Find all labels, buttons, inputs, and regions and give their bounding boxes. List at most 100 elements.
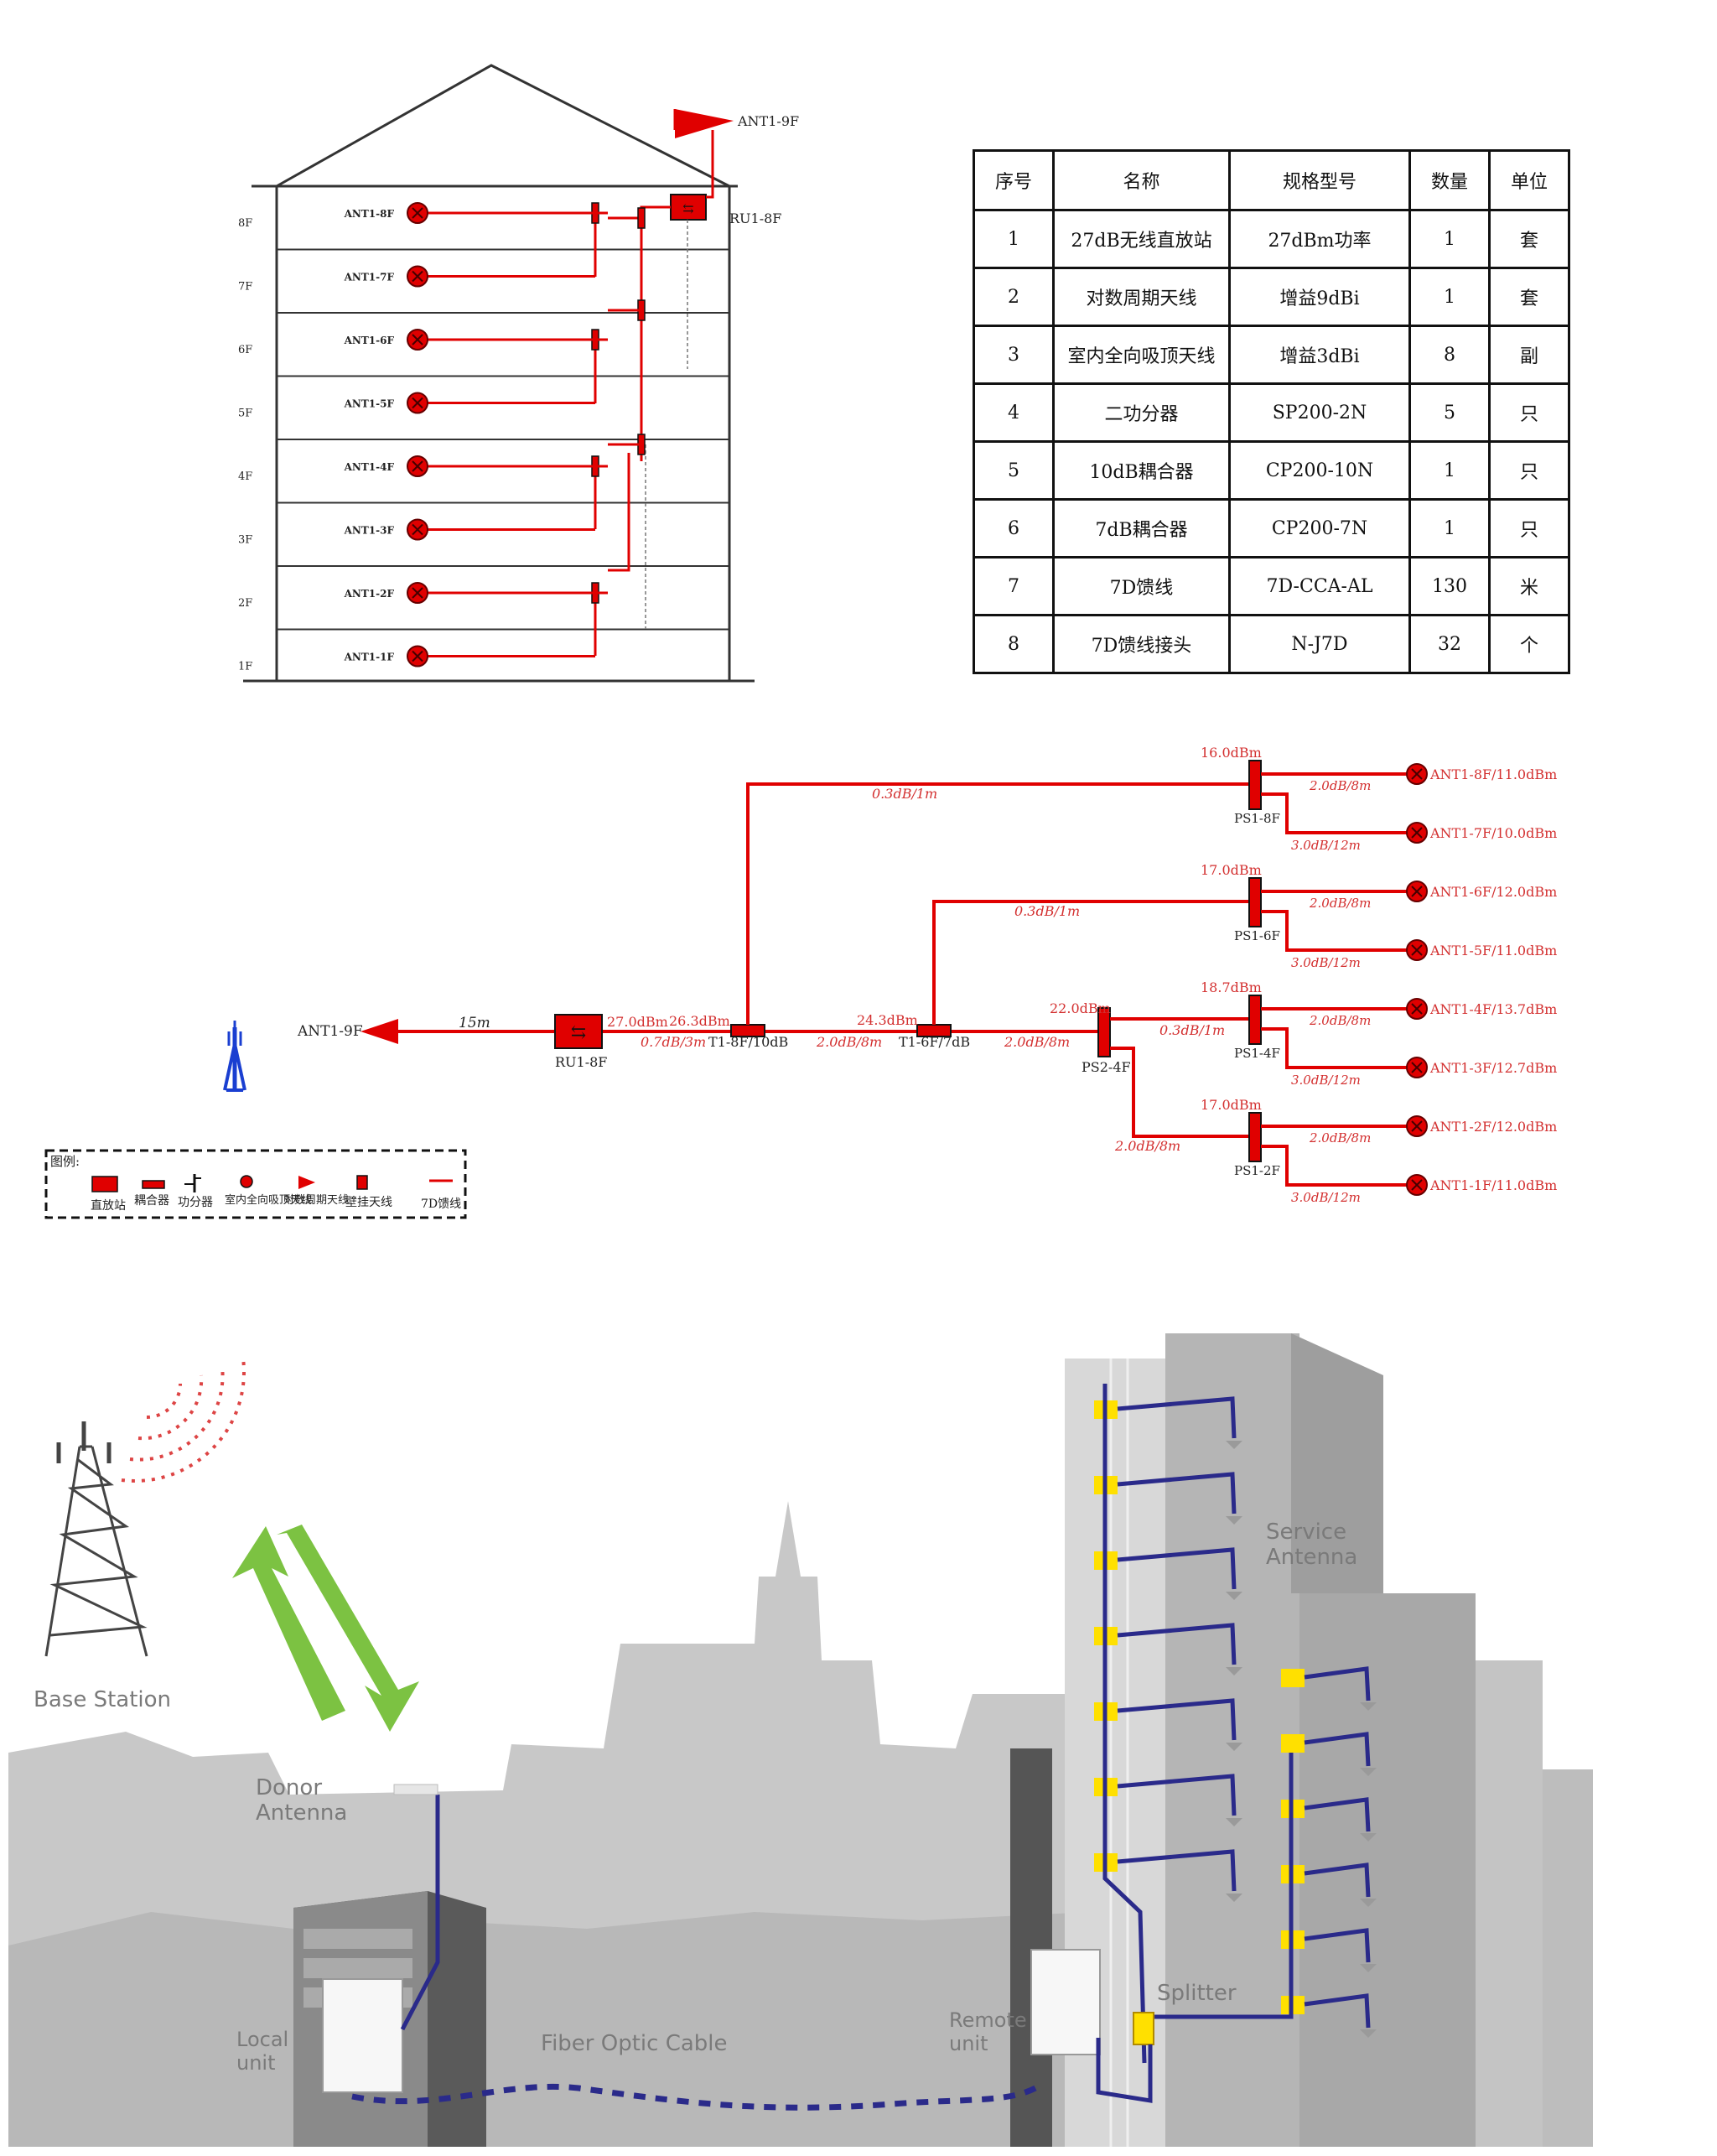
splitter-groups: 16.0dBmPS1-8F2.0dB/8m3.0dB/12mANT1-8F/11… xyxy=(1201,745,1557,1205)
sch-seg2-loss: 2.0dB/8m xyxy=(816,1034,882,1050)
splitter-box xyxy=(1133,2012,1154,2045)
table-cell: 27dB无线直放站 xyxy=(1052,209,1231,269)
table-cell: 4 xyxy=(973,382,1055,443)
table-cell: 二功分器 xyxy=(1052,382,1231,443)
service-antenna-icon xyxy=(1226,1667,1242,1675)
fiber-optic-cable xyxy=(351,2083,1037,2111)
antenna-power-label: ANT1-5F/11.0dBm xyxy=(1429,943,1557,959)
signal-waves-icon xyxy=(121,1358,246,1483)
remote-unit-box xyxy=(1030,1949,1101,2055)
legend-panel-antenna-icon xyxy=(356,1175,368,1190)
splitter-up-loss: 2.0dB/8m xyxy=(1309,778,1371,793)
table-cell: 27dBm功率 xyxy=(1228,209,1411,269)
table-cell: 7D馈线接头 xyxy=(1052,614,1231,674)
local-unit-box xyxy=(322,1978,403,2093)
lattice-tower-icon xyxy=(44,1421,148,1657)
sch-t1: T1-8F/10dB xyxy=(708,1034,788,1050)
omni-antenna-icon xyxy=(407,265,428,288)
splitter-power: 18.7dBm xyxy=(1201,979,1262,995)
riser-feeder xyxy=(591,202,688,656)
table-cell: 对数周期天线 xyxy=(1052,267,1231,327)
sch-ant-top: ANT1-9F xyxy=(297,1023,363,1040)
service-antenna-icon xyxy=(1360,2029,1377,2038)
splitter-icon xyxy=(1248,995,1262,1045)
antenna-power-label: ANT1-4F/13.7dBm xyxy=(1429,1001,1557,1017)
service-antenna-icon xyxy=(1226,1818,1242,1826)
label-fiber-cable: Fiber Optic Cable xyxy=(541,2031,728,2056)
omni-antenna-icon xyxy=(1406,881,1428,902)
log-periodic-antenna-icon xyxy=(361,1019,398,1044)
legend-log-antenna-icon xyxy=(298,1176,315,1189)
ru-label: RU1-8F xyxy=(729,210,781,226)
splitter-up-loss: 2.0dB/8m xyxy=(1309,1130,1371,1146)
splitter-up-loss: 2.0dB/8m xyxy=(1309,896,1371,911)
table-cell: 8 xyxy=(1408,325,1491,385)
splitter-group: 17.0dBmPS1-2F2.0dB/8m3.0dB/12mANT1-2F/12… xyxy=(1201,1097,1557,1205)
service-antenna-icon xyxy=(1360,1833,1377,1842)
col-unit: 单位 xyxy=(1488,149,1570,211)
antenna-power-label: ANT1-8F/11.0dBm xyxy=(1429,766,1557,782)
table-cell: 5 xyxy=(973,440,1055,501)
table-cell: 米 xyxy=(1488,556,1570,616)
service-antenna-icon xyxy=(1226,1441,1242,1449)
svg-text:⇆: ⇆ xyxy=(682,200,693,216)
floor-label: 7F xyxy=(238,281,252,294)
floor-label: 2F xyxy=(238,597,252,610)
floor-antennas: ANT1-8FANT1-7FANT1-6FANT1-5FANT1-4FANT1-… xyxy=(344,202,608,668)
splitter-power: 17.0dBm xyxy=(1201,862,1262,878)
omni-antenna-icon xyxy=(407,645,428,668)
floor-label: 1F xyxy=(238,661,252,673)
legend-item-coupler: 耦合器 xyxy=(134,1194,169,1208)
splitter-name: PS1-2F xyxy=(1234,1163,1280,1178)
table-cell: 1 xyxy=(1408,498,1491,558)
sch-seg3-loss: 2.0dB/8m xyxy=(1004,1034,1070,1050)
floor-antenna-label: ANT1-8F xyxy=(344,208,395,220)
floor-antenna-label: ANT1-3F xyxy=(344,525,395,537)
label-base-station: Base Station xyxy=(34,1687,171,1712)
wireless-link-arrows-icon xyxy=(232,1525,419,1732)
service-antenna-icon xyxy=(1226,1592,1242,1600)
floor-antenna-label: ANT1-2F xyxy=(344,588,395,600)
legend-item-log: 对数周期天线 xyxy=(283,1194,349,1207)
splitter-down-loss: 3.0dB/12m xyxy=(1291,955,1361,970)
label-splitter: Splitter xyxy=(1157,1981,1237,2006)
floor-antenna-label: ANT1-6F xyxy=(344,335,395,346)
floor-label: 4F xyxy=(238,470,252,483)
legend-item-omni: 室内全向吸顶天线 xyxy=(225,1193,312,1207)
legend-omni-antenna-icon xyxy=(240,1175,253,1188)
table-cell: CP200-7N xyxy=(1228,498,1411,558)
splitter-group: 17.0dBmPS1-6F2.0dB/8m3.0dB/12mANT1-6F/12… xyxy=(1201,862,1557,970)
table-cell: 1 xyxy=(1408,267,1491,327)
table-cell: 7 xyxy=(973,556,1055,616)
sch-t2-branch: 0.3dB/1m xyxy=(1014,903,1080,919)
col-spec: 规格型号 xyxy=(1228,149,1411,211)
omni-antenna-icon xyxy=(1406,822,1428,844)
table-cell: 2 xyxy=(973,267,1055,327)
omni-antenna-icon xyxy=(1406,998,1428,1020)
sch-ps2: PS2-4F xyxy=(1082,1059,1131,1075)
splitter-power: 17.0dBm xyxy=(1201,1097,1262,1113)
table-cell: 副 xyxy=(1488,325,1570,385)
table-cell: 室内全向吸顶天线 xyxy=(1052,325,1231,385)
splitter-down-loss: 3.0dB/12m xyxy=(1291,1073,1361,1088)
col-name: 名称 xyxy=(1052,149,1231,211)
omni-antenna-icon xyxy=(407,392,428,414)
base-station-tower-icon xyxy=(223,1021,246,1092)
coupler-icon xyxy=(637,207,646,229)
table-cell: 只 xyxy=(1488,440,1570,501)
table-cell: 7dB耦合器 xyxy=(1052,498,1231,558)
legend-item-feeder: 7D馈线 xyxy=(421,1197,461,1211)
service-antenna-icon xyxy=(1226,1894,1242,1902)
sch-t1-branch: 0.3dB/1m xyxy=(872,786,937,802)
splitter-icon xyxy=(1248,877,1262,927)
sch-t1-power: 26.3dBm xyxy=(669,1013,730,1029)
antenna-power-label: ANT1-2F/12.0dBm xyxy=(1429,1119,1557,1135)
table-cell: SP200-2N xyxy=(1228,382,1411,443)
omni-antenna-icon xyxy=(1406,1115,1428,1137)
